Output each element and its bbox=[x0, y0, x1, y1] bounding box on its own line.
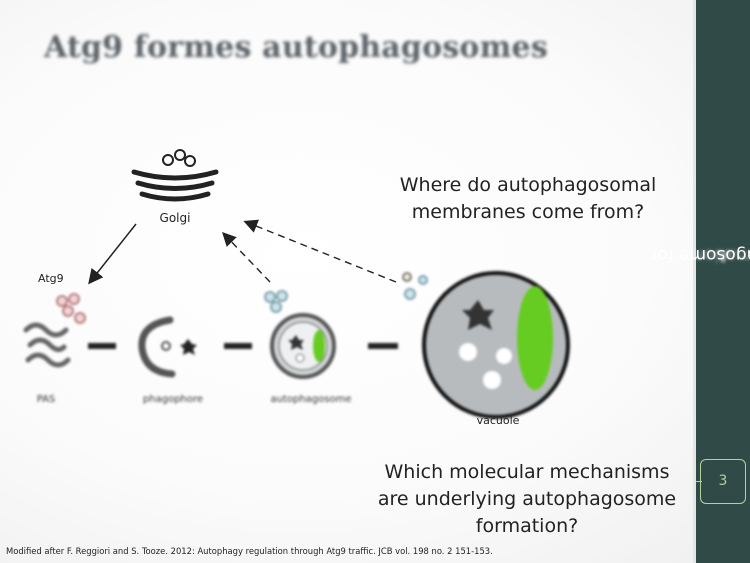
slide-title: Atg9 formes autophagosomes bbox=[44, 30, 548, 65]
sidebar-panel bbox=[696, 0, 750, 563]
atg9-label: Atg9 bbox=[38, 272, 64, 285]
sidebar-title-suffix: mation bbox=[693, 245, 750, 266]
question-mechanisms: Which molecular mechanisms are underlyin… bbox=[368, 459, 686, 540]
autophagosome-label: autophagosome bbox=[270, 394, 351, 405]
citation: Modified after F. Reggiori and S. Tooze.… bbox=[6, 546, 493, 556]
vacuole-label: vacuole bbox=[477, 414, 520, 427]
vacuole-to-golgi-arrow bbox=[243, 219, 397, 283]
question-membranes: Where do autophagosomal membranes come f… bbox=[378, 172, 678, 226]
question-membranes-line-2: membranes come from? bbox=[411, 201, 645, 223]
question-mechanisms-line-3: formation? bbox=[475, 515, 579, 537]
pas-structure-icon bbox=[23, 322, 71, 368]
sidebar-section-title: Atophagosome formation bbox=[650, 0, 750, 440]
question-mechanisms-line-1: Which molecular mechanisms bbox=[384, 461, 670, 483]
autophagosome-icon bbox=[264, 290, 336, 379]
question-mechanisms-line-2: are underlying autophagosome bbox=[377, 488, 677, 510]
autophagosome-to-golgi-arrow bbox=[222, 231, 271, 283]
page-number-connector bbox=[696, 481, 702, 482]
arrow-pas-to-phagophore bbox=[88, 343, 116, 349]
page-number-badge: 3 bbox=[700, 459, 746, 504]
arrow-autophagosome-to-vacuole bbox=[368, 343, 398, 349]
phagophore-icon bbox=[138, 316, 197, 378]
golgi-to-atg9-arrow bbox=[88, 223, 137, 285]
phagophore-label: phagophore bbox=[143, 394, 203, 405]
pas-label: PAS bbox=[37, 394, 56, 405]
atg9-vesicles-icon bbox=[56, 293, 86, 324]
autophagy-diagram: Golgi Atg9 bbox=[23, 149, 570, 427]
golgi-icon bbox=[131, 149, 219, 202]
question-membranes-line-1: Where do autophagosomal bbox=[399, 174, 657, 196]
arrow-phagophore-to-autophagosome bbox=[224, 343, 252, 349]
vacuole-icon bbox=[402, 271, 570, 419]
sidebar-divider bbox=[693, 0, 696, 563]
golgi-label: Golgi bbox=[160, 211, 191, 225]
